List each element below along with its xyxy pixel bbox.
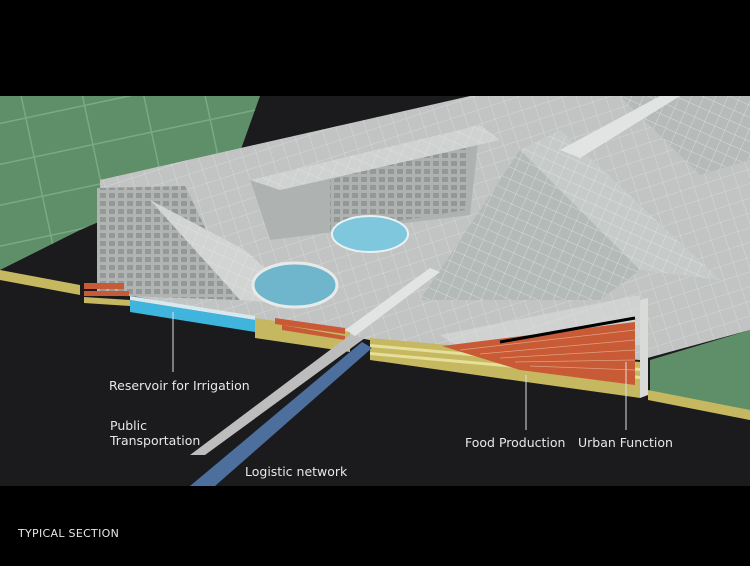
label-logistic-network: Logistic network (245, 464, 348, 479)
top-band (0, 0, 750, 96)
label-food-production: Food Production (465, 435, 566, 450)
label-public-transportation: Public Transportation (110, 418, 201, 448)
label-reservoir: Reservoir for Irrigation (109, 378, 250, 393)
reservoir-opening (251, 261, 339, 309)
reservoir-for-irrigation (130, 300, 255, 332)
bottom-band (0, 486, 750, 562)
logistic-network-tube (190, 342, 372, 486)
public-transportation-tube (190, 335, 365, 455)
pond (331, 215, 409, 253)
label-urban-function: Urban Function (578, 435, 673, 450)
urban-function-wedge (442, 322, 635, 385)
soil-stratum-left (0, 270, 80, 295)
section-caption: TYPICAL SECTION (18, 527, 120, 540)
